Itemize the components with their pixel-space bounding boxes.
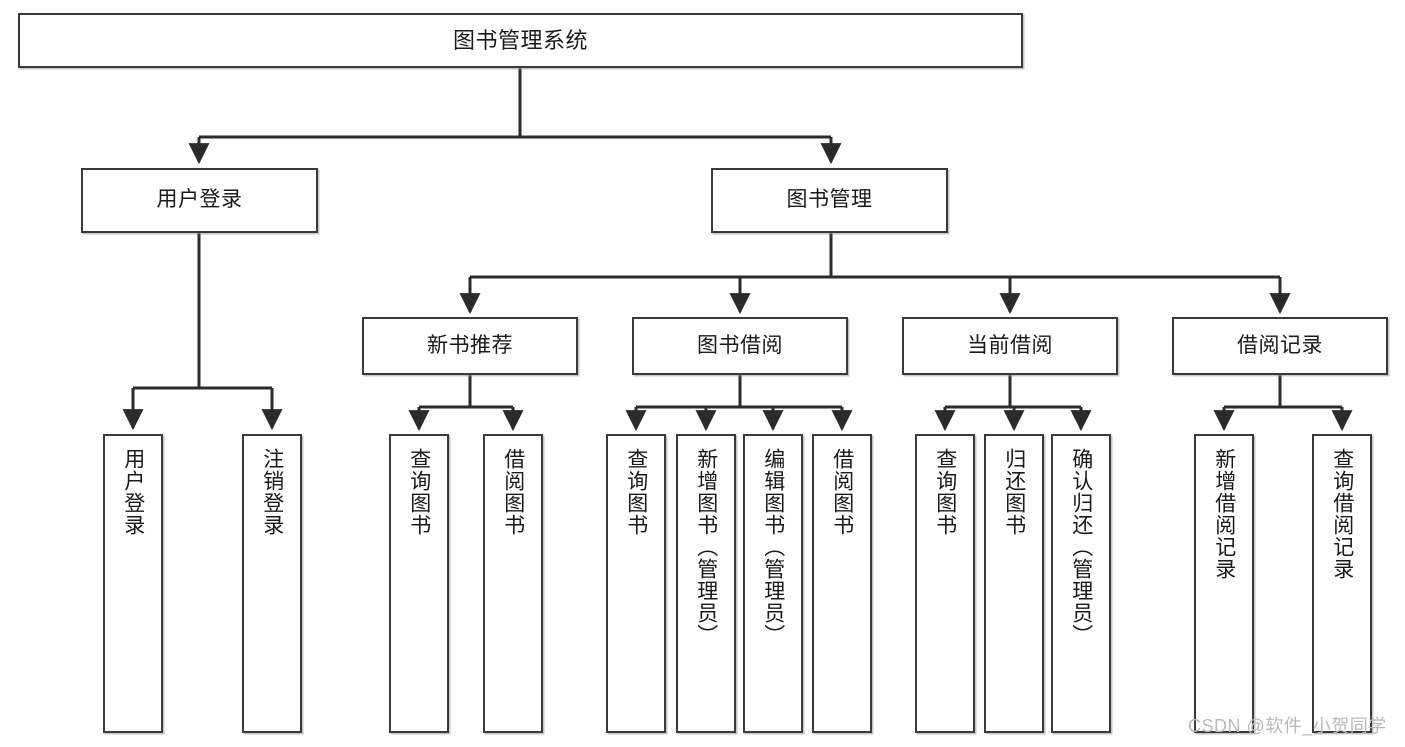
- leaf-query-books-borrowing[interactable]: 查询图书: [606, 434, 666, 733]
- node-label: 借阅记录: [1237, 333, 1323, 357]
- leaf-query-borrowing-record[interactable]: 查询借阅记录: [1312, 434, 1372, 733]
- leaf-confirm-return-admin[interactable]: 确认归还（管理员）: [1051, 434, 1111, 733]
- node-book-borrowing[interactable]: 图书借阅: [632, 317, 848, 375]
- node-label: 图书管理: [786, 188, 873, 212]
- node-label: 图书借阅: [697, 333, 783, 357]
- leaf-borrow-books-borrowing[interactable]: 借阅图书: [812, 434, 872, 733]
- node-label: 图书管理系统: [452, 27, 588, 53]
- node-label: 新书推荐: [427, 333, 513, 357]
- leaf-edit-book-admin[interactable]: 编辑图书（管理员）: [743, 434, 803, 733]
- node-borrowing-records[interactable]: 借阅记录: [1172, 317, 1388, 375]
- leaf-user-login[interactable]: 用户登录: [103, 434, 163, 733]
- node-book-management[interactable]: 图书管理: [711, 168, 948, 233]
- node-label: 当前借阅: [967, 333, 1053, 357]
- node-label: 新增图书（管理员）: [694, 448, 718, 646]
- csdn-watermark: CSDN @软件_小贺同学: [1188, 716, 1387, 736]
- node-label: 编辑图书（管理员）: [761, 448, 785, 646]
- node-user-login[interactable]: 用户登录: [81, 168, 318, 233]
- node-label: 查询图书: [624, 448, 648, 536]
- node-label: 查询借阅记录: [1330, 448, 1354, 580]
- leaf-borrow-books-recommendation[interactable]: 借阅图书: [483, 434, 543, 733]
- node-label: 用户登录: [156, 188, 243, 212]
- node-label: 借阅图书: [501, 448, 525, 536]
- node-label: 归还图书: [1002, 448, 1026, 536]
- node-label: 新增借阅记录: [1212, 448, 1236, 580]
- leaf-query-books-recommendation[interactable]: 查询图书: [389, 434, 449, 733]
- node-label: 用户登录: [121, 448, 145, 536]
- node-root-book-management-system[interactable]: 图书管理系统: [18, 13, 1023, 68]
- leaf-add-book-admin[interactable]: 新增图书（管理员）: [676, 434, 736, 733]
- node-label: 注销登录: [260, 448, 284, 536]
- leaf-logout[interactable]: 注销登录: [242, 434, 302, 733]
- node-label: 查询图书: [407, 448, 431, 536]
- leaf-add-borrowing-record[interactable]: 新增借阅记录: [1194, 434, 1254, 733]
- node-label: 确认归还（管理员）: [1069, 448, 1093, 646]
- leaf-query-books-current[interactable]: 查询图书: [915, 434, 975, 733]
- node-new-book-recommendation[interactable]: 新书推荐: [362, 317, 578, 375]
- node-label: 借阅图书: [830, 448, 854, 536]
- node-current-borrowing[interactable]: 当前借阅: [902, 317, 1118, 375]
- node-label: 查询图书: [933, 448, 957, 536]
- leaf-return-books[interactable]: 归还图书: [984, 434, 1044, 733]
